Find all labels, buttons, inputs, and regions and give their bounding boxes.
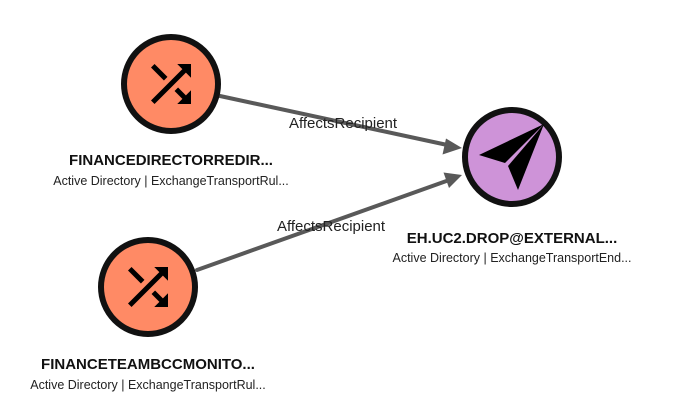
shuffle-icon (151, 64, 191, 104)
node-subtitle: Active Directory | ExchangeTransportRul.… (30, 378, 266, 392)
shuffle-icon (128, 267, 168, 307)
edge-rule2-to-endpoint[interactable]: AffectsRecipient (195, 172, 462, 272)
node-title: EH.UC2.DROP@EXTERNAL... (407, 230, 617, 247)
node-circle (465, 110, 559, 204)
edge-line (195, 177, 454, 272)
node-title: FINANCETEAMBCCMONITO... (41, 356, 255, 373)
edge-rule1-to-endpoint[interactable]: AffectsRecipient (218, 94, 462, 155)
node-subtitle: Active Directory | ExchangeTransportRul.… (53, 174, 289, 188)
node-eh-uc2-drop-external[interactable]: EH.UC2.DROP@EXTERNAL... Active Directory… (393, 107, 632, 265)
node-financeteambccmonito[interactable]: FINANCETEAMBCCMONITO... Active Directory… (30, 237, 266, 392)
paper-plane-icon (479, 124, 544, 190)
node-financedirectorredir[interactable]: FINANCEDIRECTORREDIR... Active Directory… (53, 34, 289, 188)
node-subtitle: Active Directory | ExchangeTransportEnd.… (393, 251, 632, 265)
node-title: FINANCEDIRECTORREDIR... (69, 152, 273, 169)
node-ring (121, 34, 221, 134)
edge-arrowhead (442, 138, 462, 155)
edge-arrowhead (443, 172, 462, 188)
edge-line (218, 94, 454, 148)
edge-label: AffectsRecipient (277, 218, 386, 235)
node-ring (462, 107, 562, 207)
node-ring (98, 237, 198, 337)
edge-label: AffectsRecipient (289, 115, 398, 132)
